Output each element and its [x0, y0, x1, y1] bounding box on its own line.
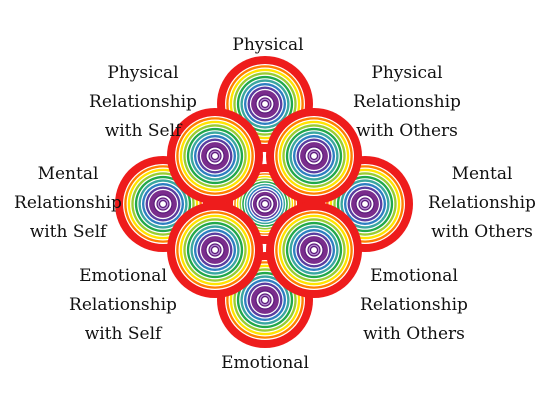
label-mental-self-line-3: with Self — [30, 222, 108, 242]
circle-emotional-self-center-dot — [213, 248, 217, 252]
label-mental-self: Mental Relationship with Self — [14, 164, 122, 242]
circle-physical-others — [266, 108, 362, 204]
label-physical-others-line-2: Relationship — [353, 92, 461, 112]
circle-physical — [217, 56, 313, 152]
label-mental-others-line-3: with Others — [431, 222, 533, 242]
label-emotional-others-line-3: with Others — [363, 324, 465, 344]
label-physical-self-line-2: Relationship — [89, 92, 197, 112]
label-emotional-line: Emotional — [221, 353, 309, 373]
label-physical: Physical — [232, 35, 303, 55]
circle-emotional-center-dot — [263, 298, 267, 302]
label-mental-others-line-2: Relationship — [428, 193, 536, 213]
label-physical-others-line-1: Physical — [371, 63, 442, 83]
label-emotional-self-line-3: with Self — [85, 324, 163, 344]
circle-mental-others-center-dot — [363, 202, 367, 206]
circle-center-center-dot — [263, 202, 267, 206]
circle-emotional-others-center-dot — [312, 248, 316, 252]
circle-physical-self — [167, 108, 263, 204]
circle-physical-others-center-dot — [312, 154, 316, 158]
label-mental-self-line-1: Mental — [38, 164, 99, 184]
label-emotional-others: Emotional Relationship with Others — [360, 266, 468, 344]
circle-physical-self-center-dot — [213, 154, 217, 158]
label-physical-line: Physical — [232, 35, 303, 55]
label-physical-others: Physical Relationship with Others — [353, 63, 461, 141]
label-physical-self-line-3: with Self — [105, 121, 183, 141]
label-emotional-self-line-1: Emotional — [79, 266, 167, 286]
label-emotional: Emotional — [221, 353, 309, 373]
label-emotional-others-line-1: Emotional — [370, 266, 458, 286]
label-mental-others-line-1: Mental — [452, 164, 513, 184]
label-physical-self-line-1: Physical — [107, 63, 178, 83]
label-physical-self: Physical Relationship with Self — [89, 63, 197, 141]
label-emotional-others-line-2: Relationship — [360, 295, 468, 315]
circle-emotional-others — [266, 202, 362, 298]
circle-physical-center-dot — [263, 102, 267, 106]
ring-circles-group — [115, 56, 413, 348]
circle-mental-self-center-dot — [161, 202, 165, 206]
label-emotional-self: Emotional Relationship with Self — [69, 266, 177, 344]
label-mental-self-line-2: Relationship — [14, 193, 122, 213]
label-physical-others-line-3: with Others — [356, 121, 458, 141]
circle-emotional-self — [167, 202, 263, 298]
label-emotional-self-line-2: Relationship — [69, 295, 177, 315]
label-mental-others: Mental Relationship with Others — [428, 164, 536, 242]
